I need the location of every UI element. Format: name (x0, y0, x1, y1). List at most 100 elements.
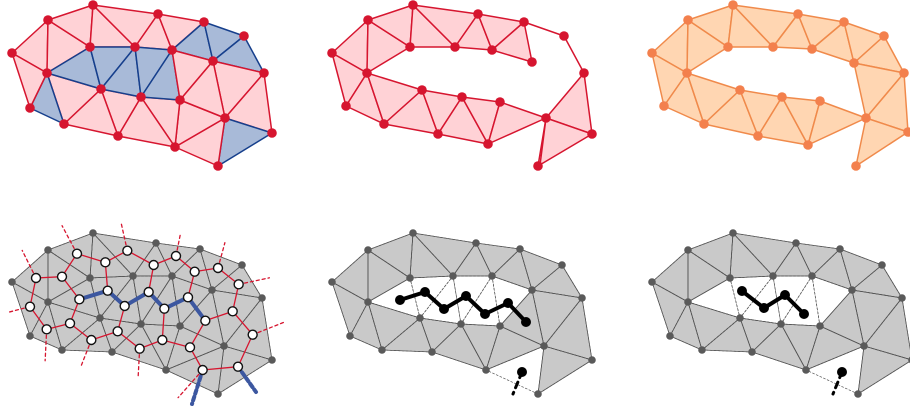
orange-vertex (803, 140, 813, 150)
red-vertex (136, 92, 146, 102)
mesh-edge (851, 289, 865, 347)
dual-edge-boundary (137, 348, 141, 378)
red-vertex (267, 128, 277, 138)
mesh-edge (851, 289, 903, 299)
mesh-edge (223, 297, 263, 347)
red-vertex (579, 68, 589, 78)
mesh-edge (409, 277, 421, 319)
gray-vertex (854, 390, 862, 398)
orange-vertex (861, 113, 871, 123)
orange-vertex (699, 119, 709, 129)
mesh-edge (381, 317, 421, 351)
mesh-edge (367, 232, 414, 251)
mesh-edge (211, 264, 243, 291)
red-vertex (379, 119, 389, 129)
black-path-node (503, 298, 513, 308)
black-path-node (780, 290, 790, 300)
gray-vertex (578, 294, 586, 302)
dual-vertex (212, 262, 224, 274)
dual-vertex (157, 334, 168, 346)
red-triangle (179, 60, 226, 119)
mesh-edge (851, 264, 883, 291)
mesh-edge (729, 232, 734, 279)
gray-vertex (137, 320, 145, 328)
red-vertex (559, 31, 569, 41)
red-vertex (43, 15, 53, 25)
red-triangle (11, 52, 48, 109)
gray-vertex (540, 342, 548, 350)
mesh-edge (475, 242, 493, 277)
gray-vertex (860, 342, 868, 350)
red-vertex (473, 9, 483, 19)
black-path-node (439, 304, 449, 314)
mesh-edge (349, 301, 369, 337)
panel-top-right (647, 0, 910, 171)
mesh-edge (419, 275, 454, 319)
gray-vertex (558, 261, 566, 269)
mesh-edge (412, 232, 454, 277)
gray-vertex (108, 348, 116, 356)
gray-vertex (406, 274, 414, 282)
mesh-edge (811, 275, 821, 327)
mesh-edge (819, 325, 865, 347)
dual-vertex (74, 294, 85, 305)
mesh-edge (531, 264, 563, 291)
mesh-edge (491, 248, 521, 277)
mesh-edge (409, 232, 414, 279)
mesh-edge (11, 281, 49, 303)
dual-vertex (197, 364, 208, 376)
mesh-edge (409, 275, 454, 279)
gray-vertex (802, 366, 810, 374)
mesh-edge (651, 281, 671, 337)
mesh-edge (155, 242, 201, 250)
gray-vertex (89, 229, 97, 237)
dual-edge-boundary (120, 220, 128, 252)
mesh-edge (223, 297, 263, 347)
gray-vertex (44, 246, 52, 254)
red-vertex (175, 95, 185, 105)
mesh-edge (519, 248, 563, 266)
mesh-edge (367, 277, 411, 303)
orange-triangle (807, 100, 867, 146)
orange-vertex (753, 131, 763, 141)
mesh-edge (543, 297, 583, 347)
gray-vertex (258, 294, 266, 302)
black-path-node (799, 309, 809, 319)
mesh-edge (140, 323, 181, 327)
red-vertex (130, 42, 140, 52)
red-vertex (259, 68, 269, 78)
mesh-edge (531, 264, 563, 291)
red-vertex (170, 142, 180, 152)
mesh-edge (99, 275, 134, 319)
mesh-edge (863, 345, 910, 360)
mesh-edge (485, 325, 501, 371)
mesh-edge (839, 248, 883, 266)
dual-edge-boundary (61, 225, 78, 255)
gray-vertex (129, 272, 137, 280)
mesh-edge (780, 323, 821, 327)
black-path-node (420, 287, 430, 297)
mesh-edge (732, 232, 797, 244)
mesh-edge (651, 249, 689, 283)
red-edge (539, 117, 547, 166)
red-vertex (527, 57, 537, 67)
gray-vertex (666, 332, 674, 340)
mesh-edge (367, 249, 411, 279)
orange-triangle (855, 117, 909, 167)
black-path-node (395, 295, 405, 305)
gray-vertex (736, 314, 744, 322)
mesh-edge (687, 249, 731, 279)
mesh-edge (780, 323, 821, 327)
dual-edge-boundary (175, 232, 182, 257)
mesh-edge (805, 325, 821, 371)
red-vertex (408, 0, 418, 10)
orange-vertex (849, 58, 859, 68)
red-vertex (519, 17, 529, 27)
mesh-edge (805, 345, 865, 371)
black-path-node (480, 309, 490, 319)
mesh-edge (543, 297, 583, 347)
mesh-edge (851, 264, 883, 291)
gray-vertex (534, 390, 542, 398)
mesh-edge (475, 242, 521, 250)
gray-vertex (176, 322, 184, 330)
